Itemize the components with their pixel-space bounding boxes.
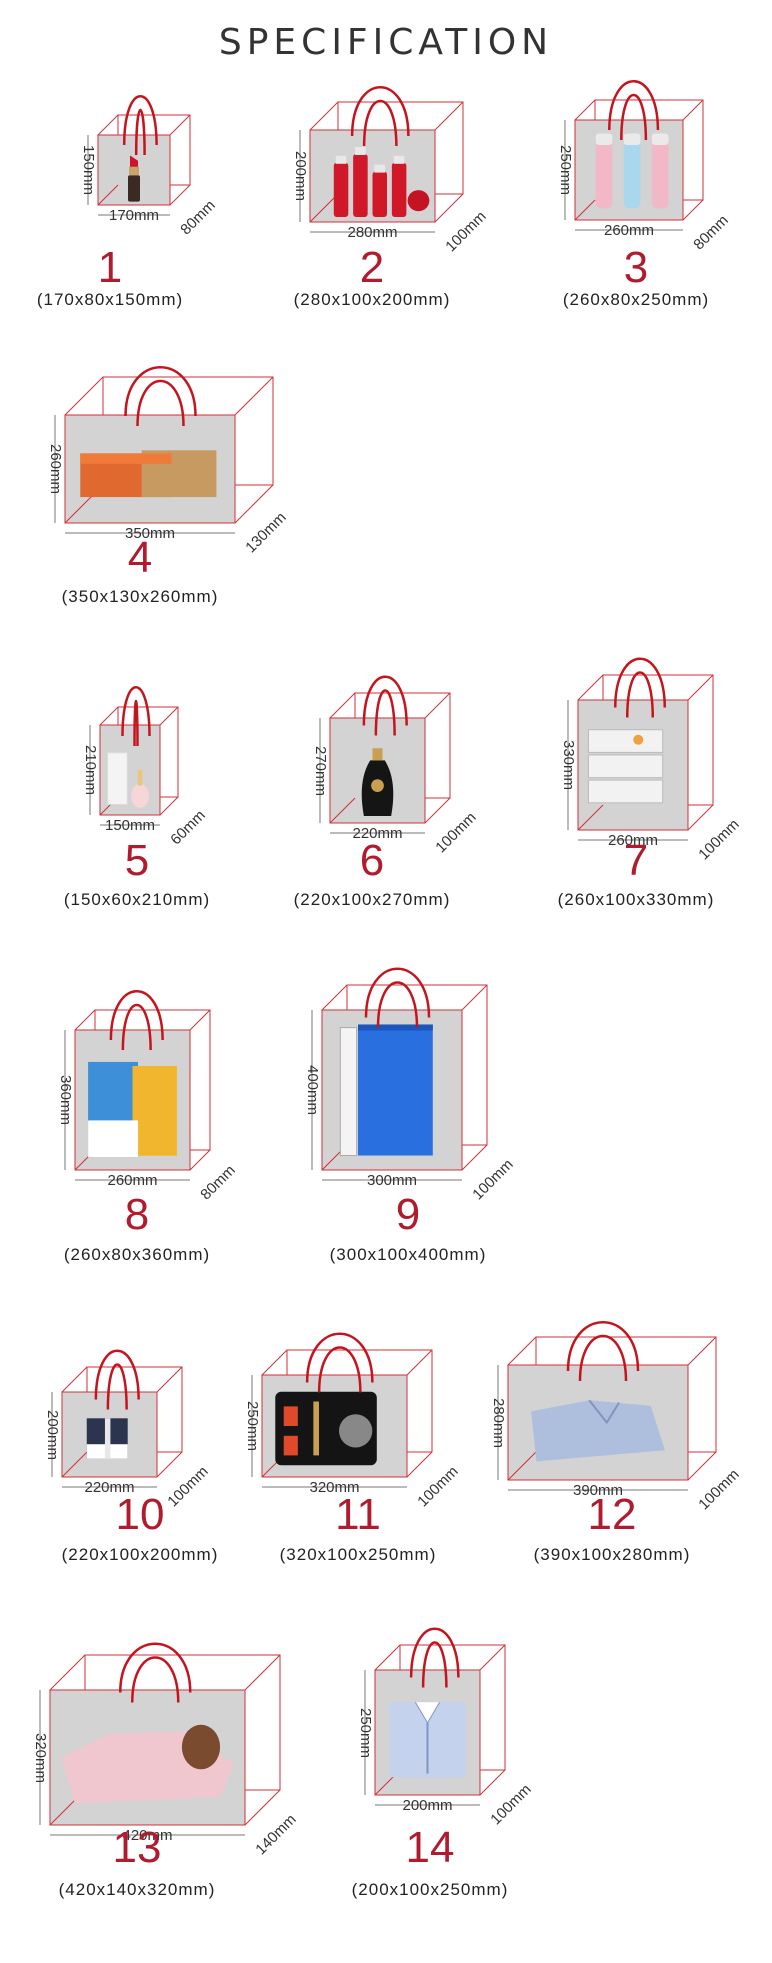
bag-number: 11 — [335, 1490, 381, 1539]
bag-13 — [39, 1595, 288, 1836]
shampoo-bottle-icon — [361, 748, 394, 816]
width-label: 170mm — [109, 207, 160, 224]
pink-coat-icon — [61, 1724, 234, 1804]
gift-box-icon — [86, 1418, 128, 1459]
bag-number: 4 — [127, 533, 153, 582]
height-label: 260mm — [47, 444, 64, 495]
width-label: 390mm — [573, 1482, 624, 1499]
lipstick-icon — [128, 155, 140, 202]
bag-size-spec: (390x100x280mm) — [533, 1545, 691, 1564]
bag-3 — [564, 40, 711, 231]
bag-11 — [251, 1290, 440, 1488]
bag-number: 12 — [587, 1490, 637, 1539]
bag-number: 13 — [112, 1823, 162, 1872]
bag-9 — [311, 925, 495, 1181]
width-label: 280mm — [347, 224, 398, 241]
perfume-icon — [107, 752, 150, 808]
bag-number: 2 — [359, 243, 385, 292]
bag-outline-10 — [51, 1349, 183, 1488]
bag-7 — [567, 615, 721, 841]
bag-size-spec: (350x130x260mm) — [61, 587, 219, 606]
bag-outline-8 — [64, 990, 211, 1181]
bag-number: 14 — [405, 1823, 455, 1872]
height-label: 280mm — [490, 1397, 507, 1448]
dress-shirt-icon — [389, 1701, 466, 1778]
bag-number: 10 — [115, 1490, 165, 1539]
height-label: 200mm — [44, 1409, 61, 1460]
height-label: 200mm — [292, 151, 309, 202]
height-label: 250mm — [244, 1401, 261, 1452]
bag-size-spec: (320x100x250mm) — [279, 1545, 437, 1564]
cosmetic-set-icon — [275, 1391, 377, 1466]
bag-size-spec: (280x100x200mm) — [293, 290, 451, 309]
page-title: SPECIFICATION — [218, 22, 554, 63]
height-label: 250mm — [557, 145, 574, 196]
bag-10 — [51, 1307, 190, 1488]
folder-icon — [339, 1024, 433, 1157]
bag-size-spec: (260x100x330mm) — [557, 890, 715, 909]
bag-outline-11 — [251, 1332, 433, 1488]
height-label: 210mm — [82, 745, 99, 796]
bag-number: 5 — [124, 836, 150, 885]
bag-2 — [299, 42, 471, 233]
bag-4 — [54, 317, 281, 534]
shoe-box-icon — [80, 450, 217, 498]
bag-outline-9 — [311, 967, 488, 1181]
bag-size-spec: (150x60x210mm) — [63, 890, 211, 909]
bag-outline-4 — [54, 366, 274, 534]
bag-outline-14 — [364, 1627, 506, 1806]
height-label: 150mm — [80, 145, 97, 196]
width-label: 150mm — [105, 817, 156, 834]
bag-outline-2 — [299, 86, 464, 233]
height-label: 250mm — [357, 1707, 374, 1758]
bag-outline-13 — [39, 1642, 281, 1836]
bag-number: 6 — [359, 836, 385, 885]
bag-size-spec: (220x100x270mm) — [293, 890, 451, 909]
bag-6 — [319, 633, 458, 834]
bag-number: 8 — [124, 1190, 150, 1239]
width-label: 350mm — [125, 525, 176, 542]
bag-size-spec: (300x100x400mm) — [329, 1245, 487, 1264]
bag-number: 3 — [623, 243, 649, 292]
width-label: 320mm — [309, 1479, 360, 1496]
bag-number: 9 — [395, 1190, 421, 1239]
height-label: 320mm — [32, 1732, 49, 1783]
folded-shirt-icon — [531, 1399, 665, 1462]
bag-number: 7 — [623, 836, 649, 885]
bag-size-spec: (260x80x360mm) — [63, 1245, 211, 1264]
bag-outline-5 — [89, 686, 179, 826]
bag-size-spec: (420x140x320mm) — [58, 1880, 216, 1899]
bag-outline-3 — [564, 80, 704, 231]
bag-number: 1 — [97, 243, 123, 292]
bag-size-spec: (170x80x150mm) — [36, 290, 184, 309]
width-label: 200mm — [402, 1797, 453, 1814]
bag-size-spec: (220x100x200mm) — [61, 1545, 219, 1564]
width-label: 260mm — [107, 1172, 158, 1189]
bag-outline-1 — [87, 95, 191, 216]
height-label: 270mm — [312, 745, 329, 796]
brochure-icon — [88, 1061, 177, 1158]
width-label: 260mm — [608, 832, 659, 849]
height-label: 330mm — [560, 740, 577, 791]
bag-12 — [497, 1277, 724, 1491]
cosmetic-bottles-icon — [333, 147, 430, 217]
height-label: 360mm — [57, 1075, 74, 1126]
bag-1 — [87, 55, 198, 216]
bag-size-spec: (260x80x250mm) — [562, 290, 710, 309]
bag-outline-12 — [497, 1321, 717, 1491]
bag-outline-7 — [567, 657, 714, 841]
height-label: 400mm — [304, 1065, 321, 1116]
bag-8 — [64, 950, 218, 1181]
bag-outline-6 — [319, 675, 451, 834]
bag-14 — [364, 1585, 513, 1806]
width-label: 220mm — [352, 825, 403, 842]
bag-size-spec: (200x100x250mm) — [351, 1880, 509, 1899]
bag-5 — [89, 647, 186, 826]
stacked-boxes-icon — [587, 729, 664, 804]
width-label: 220mm — [84, 1479, 135, 1496]
width-label: 300mm — [367, 1172, 418, 1189]
thermos-bottles-icon — [595, 133, 669, 209]
width-label: 260mm — [604, 222, 655, 239]
width-label: 420mm — [122, 1827, 173, 1844]
